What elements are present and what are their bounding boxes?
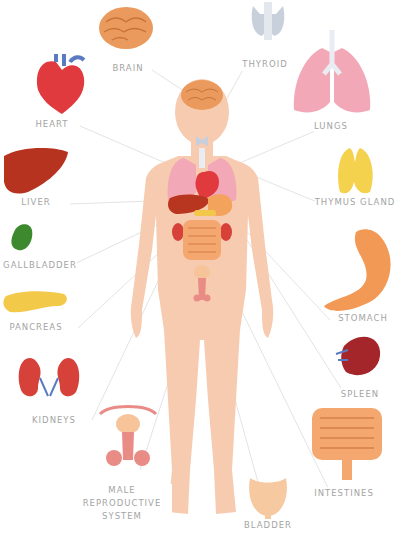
- organ-label: PANCREAS: [9, 321, 62, 334]
- organ-label: MALE REPRODUCTIVE SYSTEM: [72, 484, 172, 523]
- organ-label: THYMUS GLAND: [315, 196, 396, 209]
- organ-label: STOMACH: [338, 312, 388, 325]
- organ-label: GALLBLADDER: [3, 259, 77, 272]
- body-organs: [168, 80, 237, 302]
- organ-label: THYROID: [242, 58, 287, 71]
- organ-label: INTESTINES: [314, 487, 374, 500]
- organ-label: SPLEEN: [341, 388, 379, 401]
- organ-icons: [3, 2, 390, 520]
- organ-label: LIVER: [21, 196, 50, 209]
- leader-lines: [70, 66, 346, 518]
- organ-label: BLADDER: [244, 519, 292, 532]
- organ-label: HEART: [35, 118, 68, 131]
- organ-label: LUNGS: [314, 120, 348, 133]
- organ-label: BRAIN: [112, 62, 143, 75]
- organ-label: KIDNEYS: [32, 414, 76, 427]
- human-body: [131, 79, 273, 514]
